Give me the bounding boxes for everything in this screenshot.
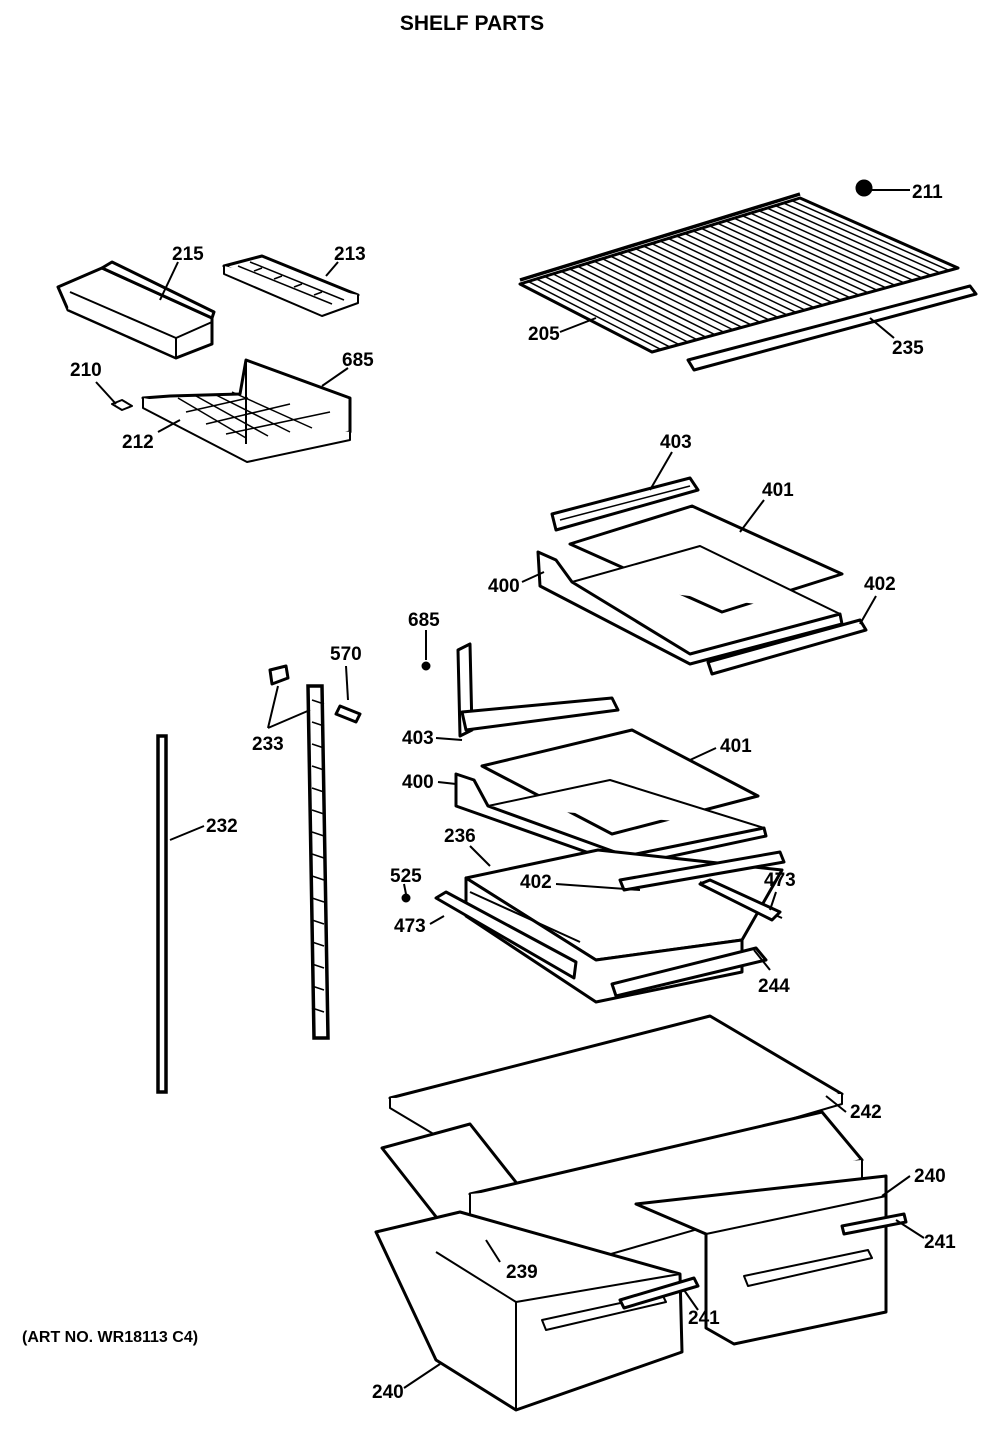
bolt-570 <box>334 704 362 724</box>
part-number-212: 212 <box>122 432 154 453</box>
diagram-title: SHELF PARTS <box>400 12 544 35</box>
part-number-232: 232 <box>206 816 238 837</box>
door-bin-215 <box>56 260 216 360</box>
crisper-drawer-240-left <box>374 1210 684 1412</box>
part-number-402-lower: 402 <box>520 872 552 893</box>
drawer-slide-473-left <box>434 890 578 980</box>
part-number-240-right: 240 <box>914 1166 946 1187</box>
drawer-236 <box>464 848 784 1004</box>
drawer-rail-244 <box>610 946 768 998</box>
shelf-frame-400-lower <box>454 772 768 868</box>
part-number-215: 215 <box>172 244 204 265</box>
part-number-205: 205 <box>528 324 560 345</box>
part-number-233: 233 <box>252 734 284 755</box>
part-number-403-lower: 403 <box>402 728 434 749</box>
part-number-570: 570 <box>330 644 362 665</box>
shelf-rail-402-lower <box>618 850 786 892</box>
part-number-242: 242 <box>850 1102 882 1123</box>
drawer-handle-241-left <box>618 1276 700 1310</box>
part-number-235: 235 <box>892 338 924 359</box>
part-number-473-left: 473 <box>394 916 426 937</box>
art-number: (ART NO. WR18113 C4) <box>22 1329 198 1346</box>
part-number-241-right: 241 <box>924 1232 956 1253</box>
part-number-685-top: 685 <box>342 350 374 371</box>
part-number-239: 239 <box>506 1262 538 1283</box>
clip-210 <box>111 399 133 411</box>
end-cap-211 <box>855 179 873 197</box>
egg-tray-213 <box>222 254 360 317</box>
part-number-240-left: 240 <box>372 1382 404 1403</box>
part-number-400-upper: 400 <box>488 576 520 597</box>
part-number-400-lower: 400 <box>402 772 434 793</box>
ladder-support-232 <box>156 734 168 1094</box>
leader-lines <box>95 189 925 1389</box>
part-number-402-upper: 402 <box>864 574 896 595</box>
part-number-473-right: 473 <box>764 870 796 891</box>
part-number-labels: 215 213 211 210 212 685 205 235 403 401 … <box>70 182 956 1403</box>
part-number-401-upper: 401 <box>762 480 794 501</box>
part-number-241-left: 241 <box>688 1308 720 1329</box>
shelf-rail-403-upper <box>550 476 700 532</box>
shelf-rail-402-upper <box>706 618 868 676</box>
part-number-210: 210 <box>70 360 102 381</box>
screw-525 <box>401 893 411 903</box>
shelf-rail-403-lower <box>460 696 620 732</box>
crisper-drawer-240-right <box>634 1174 888 1346</box>
shelf-trim-235 <box>686 284 978 372</box>
wire-shelf-205 <box>518 192 960 354</box>
shelf-frame-400-upper <box>536 545 844 666</box>
ladder-support-233 <box>268 664 330 1040</box>
drawer-handle-241-right <box>840 1212 908 1236</box>
part-number-401-lower: 401 <box>720 736 752 757</box>
part-number-525: 525 <box>390 866 422 887</box>
part-number-685-lower: 685 <box>408 610 440 631</box>
part-number-244: 244 <box>758 976 790 997</box>
part-number-236: 236 <box>444 826 476 847</box>
bin-212 <box>141 358 352 463</box>
drawer-slide-473-right <box>698 878 782 922</box>
part-number-213: 213 <box>334 244 366 265</box>
part-number-211: 211 <box>912 182 943 203</box>
part-number-403-upper: 403 <box>660 432 692 453</box>
